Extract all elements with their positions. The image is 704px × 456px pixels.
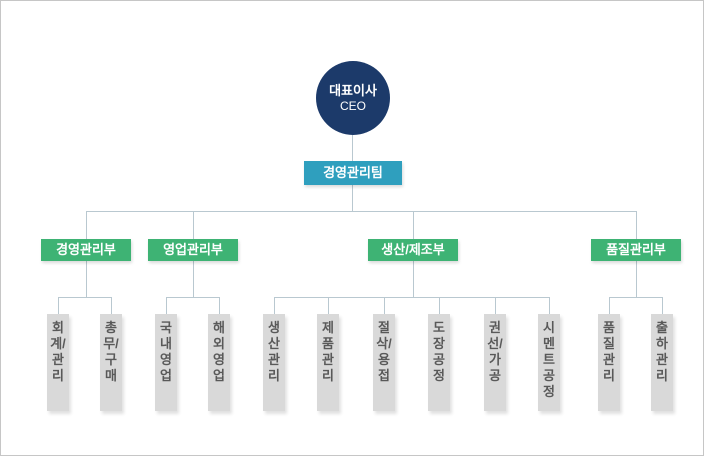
connector-line [58,297,59,314]
connector-line [609,297,663,298]
unit-production-mgmt: 생산관리 [263,314,285,411]
unit-cutting-welding: 절삭/용접 [373,314,395,411]
connector-line [352,135,353,161]
connector-line [58,297,112,298]
unit-winding: 권선/가공 [484,314,506,411]
connector-line [219,297,220,314]
connector-line [86,211,87,239]
connector-line [495,297,496,314]
connector-line [549,297,550,314]
connector-line [86,211,637,212]
unit-domestic-sales: 국내영업 [155,314,177,411]
connector-line [384,297,385,314]
connector-line [439,297,440,314]
connector-line [328,297,329,314]
dept-management: 경영관리부 [41,239,131,261]
unit-accounting: 회계/관리 [47,314,69,411]
dept-sales: 영업관리부 [148,239,238,261]
ceo-title: 대표이사 [329,82,377,98]
unit-general-affairs: 총무/구매 [100,314,122,411]
unit-overseas-sales: 해외영업 [208,314,230,411]
connector-line [274,297,550,298]
unit-shipping-mgmt: 출하관리 [651,314,673,411]
connector-line [193,261,194,297]
dept-quality: 품질관리부 [591,239,681,261]
connector-line [609,297,610,314]
connector-line [662,297,663,314]
connector-line [86,261,87,297]
connector-line [413,211,414,239]
connector-line [352,185,353,211]
ceo-node: 대표이사 CEO [316,61,390,135]
team-node: 경영관리팀 [304,161,402,185]
unit-cement: 시멘트공정 [538,314,560,411]
unit-product-mgmt: 제품관리 [317,314,339,411]
connector-line [636,261,637,297]
unit-quality-mgmt: 품질관리 [598,314,620,411]
unit-painting: 도장공정 [428,314,450,411]
connector-line [166,297,167,314]
dept-production: 생산/제조부 [368,239,458,261]
ceo-subtitle: CEO [339,98,366,113]
connector-line [166,297,220,298]
connector-line [636,211,637,239]
connector-line [274,297,275,314]
connector-line [111,297,112,314]
connector-line [193,211,194,239]
connector-line [413,261,414,297]
